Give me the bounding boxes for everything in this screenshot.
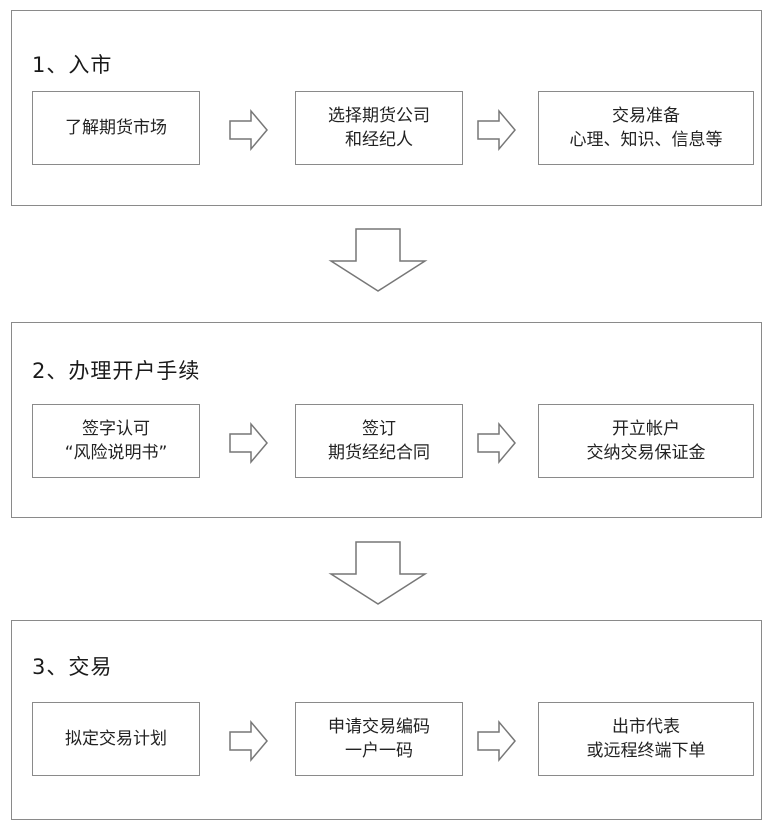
step-title: 1、入市 (32, 53, 113, 77)
box-line: 心理、知识、信息等 (569, 130, 723, 150)
process-box-open-account-deposit: 开立帐户 交纳交易保证金 (538, 404, 754, 478)
box-line: 签字认可 (82, 419, 150, 439)
box-line: “风险说明书” (64, 443, 168, 463)
box-line: 交纳交易保证金 (586, 443, 706, 463)
right-arrow-icon (477, 108, 516, 152)
right-arrow-icon (477, 719, 516, 763)
box-line: 签订 (362, 419, 396, 439)
step-title: 3、交易 (32, 655, 113, 679)
process-box-understand-market: 了解期货市场 (32, 91, 200, 165)
box-line: 期货经纪合同 (328, 443, 430, 463)
box-line: 和经纪人 (345, 130, 413, 150)
box-line: 开立帐户 (612, 419, 680, 439)
process-box-trade-preparation: 交易准备 心理、知识、信息等 (538, 91, 754, 165)
process-box-trading-code: 申请交易编码 一户一码 (295, 702, 463, 776)
box-line: 出市代表 (612, 717, 680, 737)
box-line: 拟定交易计划 (65, 729, 167, 749)
step-section-trading: 3、交易 拟定交易计划 申请交易编码 一户一码 出市代表 或远程终端下单 (11, 620, 762, 820)
step-title: 2、办理开户手续 (32, 359, 201, 383)
right-arrow-icon (229, 719, 268, 763)
right-arrow-icon (229, 421, 268, 465)
box-line: 选择期货公司 (328, 106, 430, 126)
box-line: 交易准备 (612, 106, 680, 126)
down-arrow-icon (328, 228, 428, 292)
down-arrow-icon (328, 541, 428, 605)
step-section-open-account: 2、办理开户手续 签字认可 “风险说明书” 签订 期货经纪合同 开立帐户 交纳交… (11, 322, 762, 518)
process-box-trading-plan: 拟定交易计划 (32, 702, 200, 776)
right-arrow-icon (229, 108, 268, 152)
process-box-sign-risk-statement: 签字认可 “风险说明书” (32, 404, 200, 478)
right-arrow-icon (477, 421, 516, 465)
box-line: 申请交易编码 (328, 717, 430, 737)
box-line: 一户一码 (345, 741, 413, 761)
process-box-choose-company: 选择期货公司 和经纪人 (295, 91, 463, 165)
step-section-market-entry: 1、入市 了解期货市场 选择期货公司 和经纪人 交易准备 心理、知识、信息等 (11, 10, 762, 206)
process-box-place-order: 出市代表 或远程终端下单 (538, 702, 754, 776)
box-line: 或远程终端下单 (586, 741, 706, 761)
process-box-sign-contract: 签订 期货经纪合同 (295, 404, 463, 478)
box-line: 了解期货市场 (65, 118, 167, 138)
